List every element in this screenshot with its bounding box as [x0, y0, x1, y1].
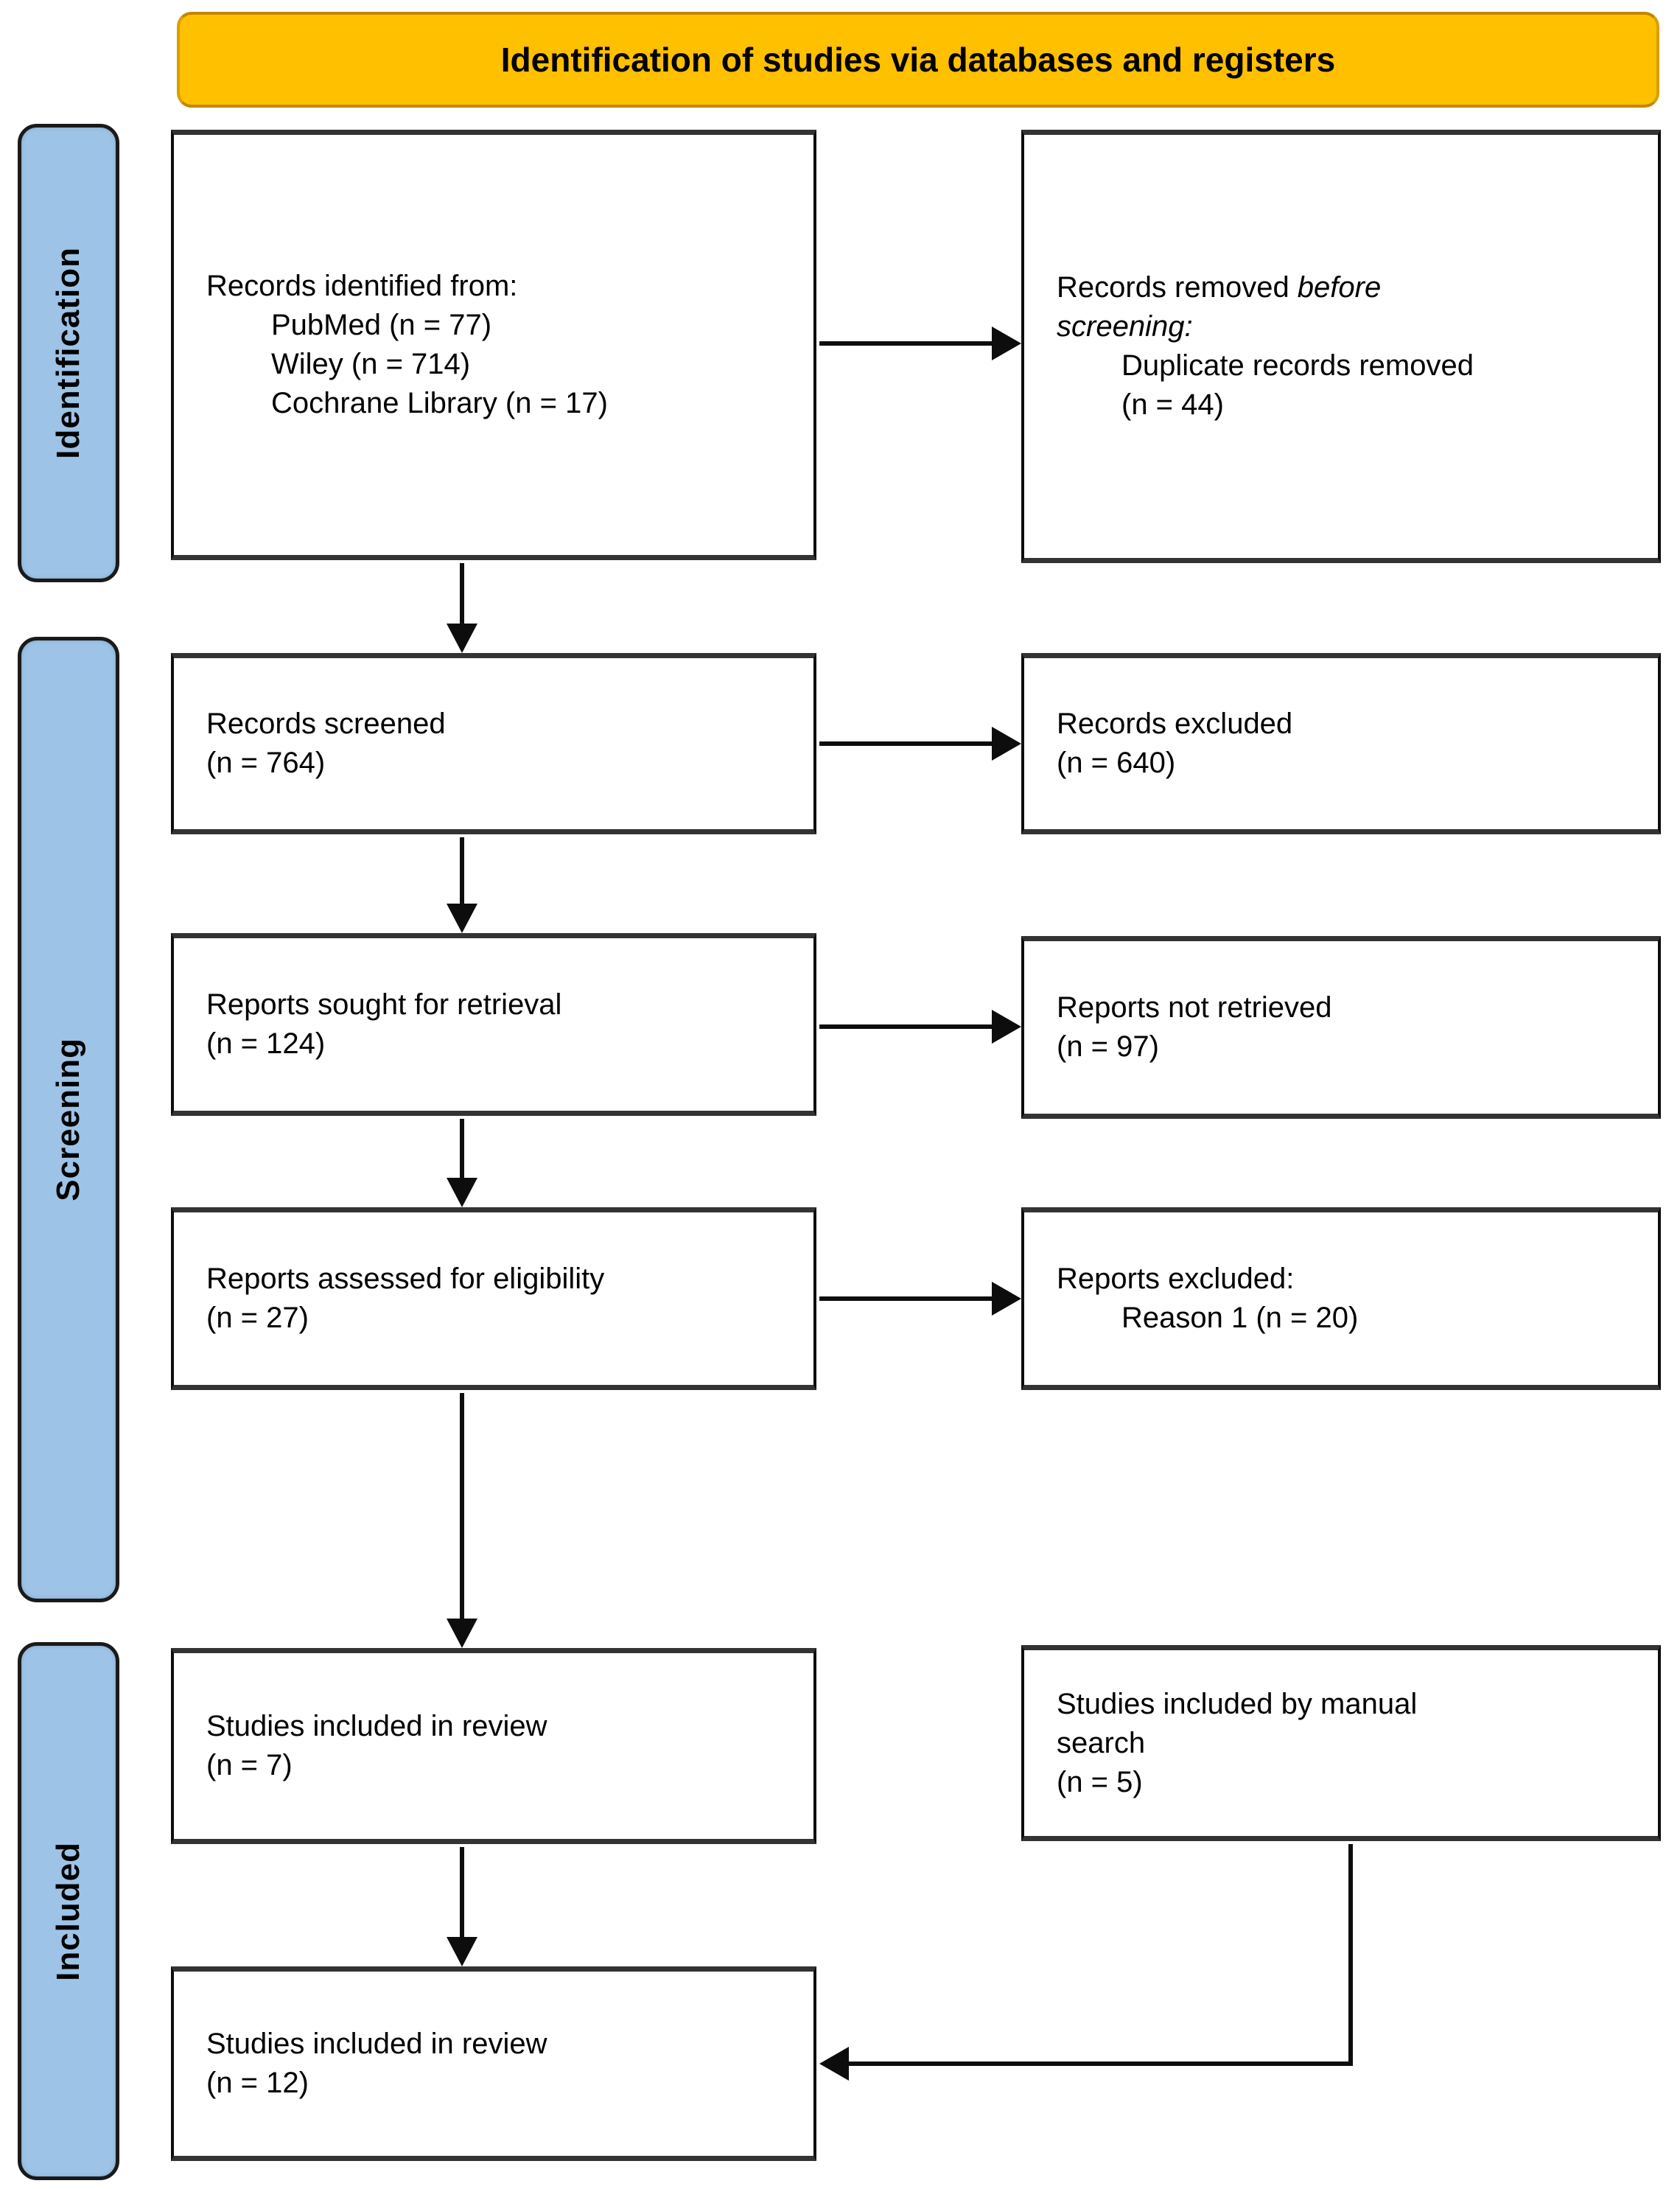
stage-label-included-text: Included: [50, 1841, 86, 1981]
box-records-screened: Records screened (n = 764): [171, 653, 816, 834]
box-line: Reason 1 (n = 20): [1121, 1302, 1359, 1334]
arrowhead-down-icon: [447, 1937, 477, 1966]
stage-label-screening: Screening: [18, 637, 119, 1602]
box-line: Reports sought for retrieval: [206, 988, 562, 1021]
box-line: (n = 5): [1057, 1765, 1143, 1798]
box-studies-included-in-review: Studies included in review (n = 7): [171, 1648, 816, 1844]
box-line: PubMed (n = 77): [271, 309, 492, 341]
box-records-removed-before-screening: Records removed before screening: Duplic…: [1021, 130, 1661, 563]
box-line: (n = 7): [206, 1749, 293, 1781]
stage-label-identification: Identification: [18, 124, 119, 582]
arrow-shaft: [819, 1296, 993, 1301]
box-line: Records identified from:: [206, 270, 518, 302]
box-line: Records screened: [206, 708, 446, 740]
box-records-identified: Records identified from: PubMed (n = 77)…: [171, 130, 816, 560]
arrowhead-right-icon: [992, 327, 1021, 360]
stage-label-identification-text: Identification: [50, 247, 86, 459]
box-line: (n = 27): [206, 1302, 309, 1334]
arrow-shaft: [819, 1024, 993, 1029]
diagram-title: Identification of studies via databases …: [500, 41, 1336, 79]
arrow-shaft: [1348, 1844, 1353, 2064]
box-line: Studies included by manual: [1057, 1687, 1418, 1720]
stage-label-included: Included: [18, 1642, 119, 2180]
box-line: Studies included in review: [206, 1710, 547, 1742]
box-line: search: [1057, 1726, 1146, 1759]
box-line: (n = 124): [206, 1027, 326, 1060]
arrow-shaft: [819, 741, 993, 746]
stage-label-screening-text: Screening: [50, 1038, 86, 1201]
box-line-text-italic: before: [1297, 271, 1382, 304]
box-studies-included-by-manual-search: Studies included by manual search (n = 5…: [1021, 1645, 1661, 1841]
arrowhead-down-icon: [447, 624, 477, 653]
diagram-header-banner: Identification of studies via databases …: [177, 12, 1659, 108]
box-line: Studies included in review: [206, 2028, 547, 2060]
arrow-shaft: [460, 1393, 464, 1620]
box-line: Records removed before: [1057, 268, 1640, 307]
box-line: (n = 12): [206, 2067, 309, 2099]
box-studies-included-final: Studies included in review (n = 12): [171, 1966, 816, 2161]
box-line: (n = 764): [206, 747, 326, 779]
box-line: (n = 97): [1057, 1030, 1159, 1063]
box-line: (n = 44): [1121, 388, 1224, 421]
box-line-text: Records removed: [1057, 271, 1298, 304]
arrowhead-down-icon: [447, 1178, 477, 1207]
arrow-shaft: [460, 1119, 464, 1179]
arrowhead-down-icon: [447, 904, 477, 933]
arrowhead-down-icon: [447, 1619, 477, 1648]
box-line: Cochrane Library (n = 17): [271, 387, 608, 419]
box-line: Wiley (n = 714): [271, 348, 471, 380]
box-line: (n = 640): [1057, 747, 1176, 779]
box-reports-sought-for-retrieval: Reports sought for retrieval (n = 124): [171, 933, 816, 1116]
box-reports-assessed-for-eligibility: Reports assessed for eligibility (n = 27…: [171, 1207, 816, 1390]
arrow-shaft: [460, 563, 464, 625]
box-line: Reports not retrieved: [1057, 991, 1332, 1024]
arrowhead-right-icon: [992, 1010, 1021, 1044]
box-records-excluded: Records excluded (n = 640): [1021, 653, 1661, 834]
box-line: Reports assessed for eligibility: [206, 1263, 605, 1295]
box-line: screening:: [1057, 310, 1193, 343]
arrow-shaft: [849, 2061, 1353, 2066]
arrow-shaft: [460, 837, 464, 905]
box-line: Reports excluded:: [1057, 1263, 1295, 1295]
box-line: Duplicate records removed: [1121, 349, 1474, 382]
arrowhead-left-icon: [819, 2047, 849, 2081]
arrowhead-right-icon: [992, 727, 1021, 761]
box-line: Records excluded: [1057, 708, 1293, 740]
box-reports-excluded: Reports excluded: Reason 1 (n = 20): [1021, 1207, 1661, 1390]
box-reports-not-retrieved: Reports not retrieved (n = 97): [1021, 936, 1661, 1119]
arrowhead-right-icon: [992, 1282, 1021, 1316]
arrow-shaft: [819, 341, 993, 346]
arrow-shaft: [460, 1847, 464, 1938]
